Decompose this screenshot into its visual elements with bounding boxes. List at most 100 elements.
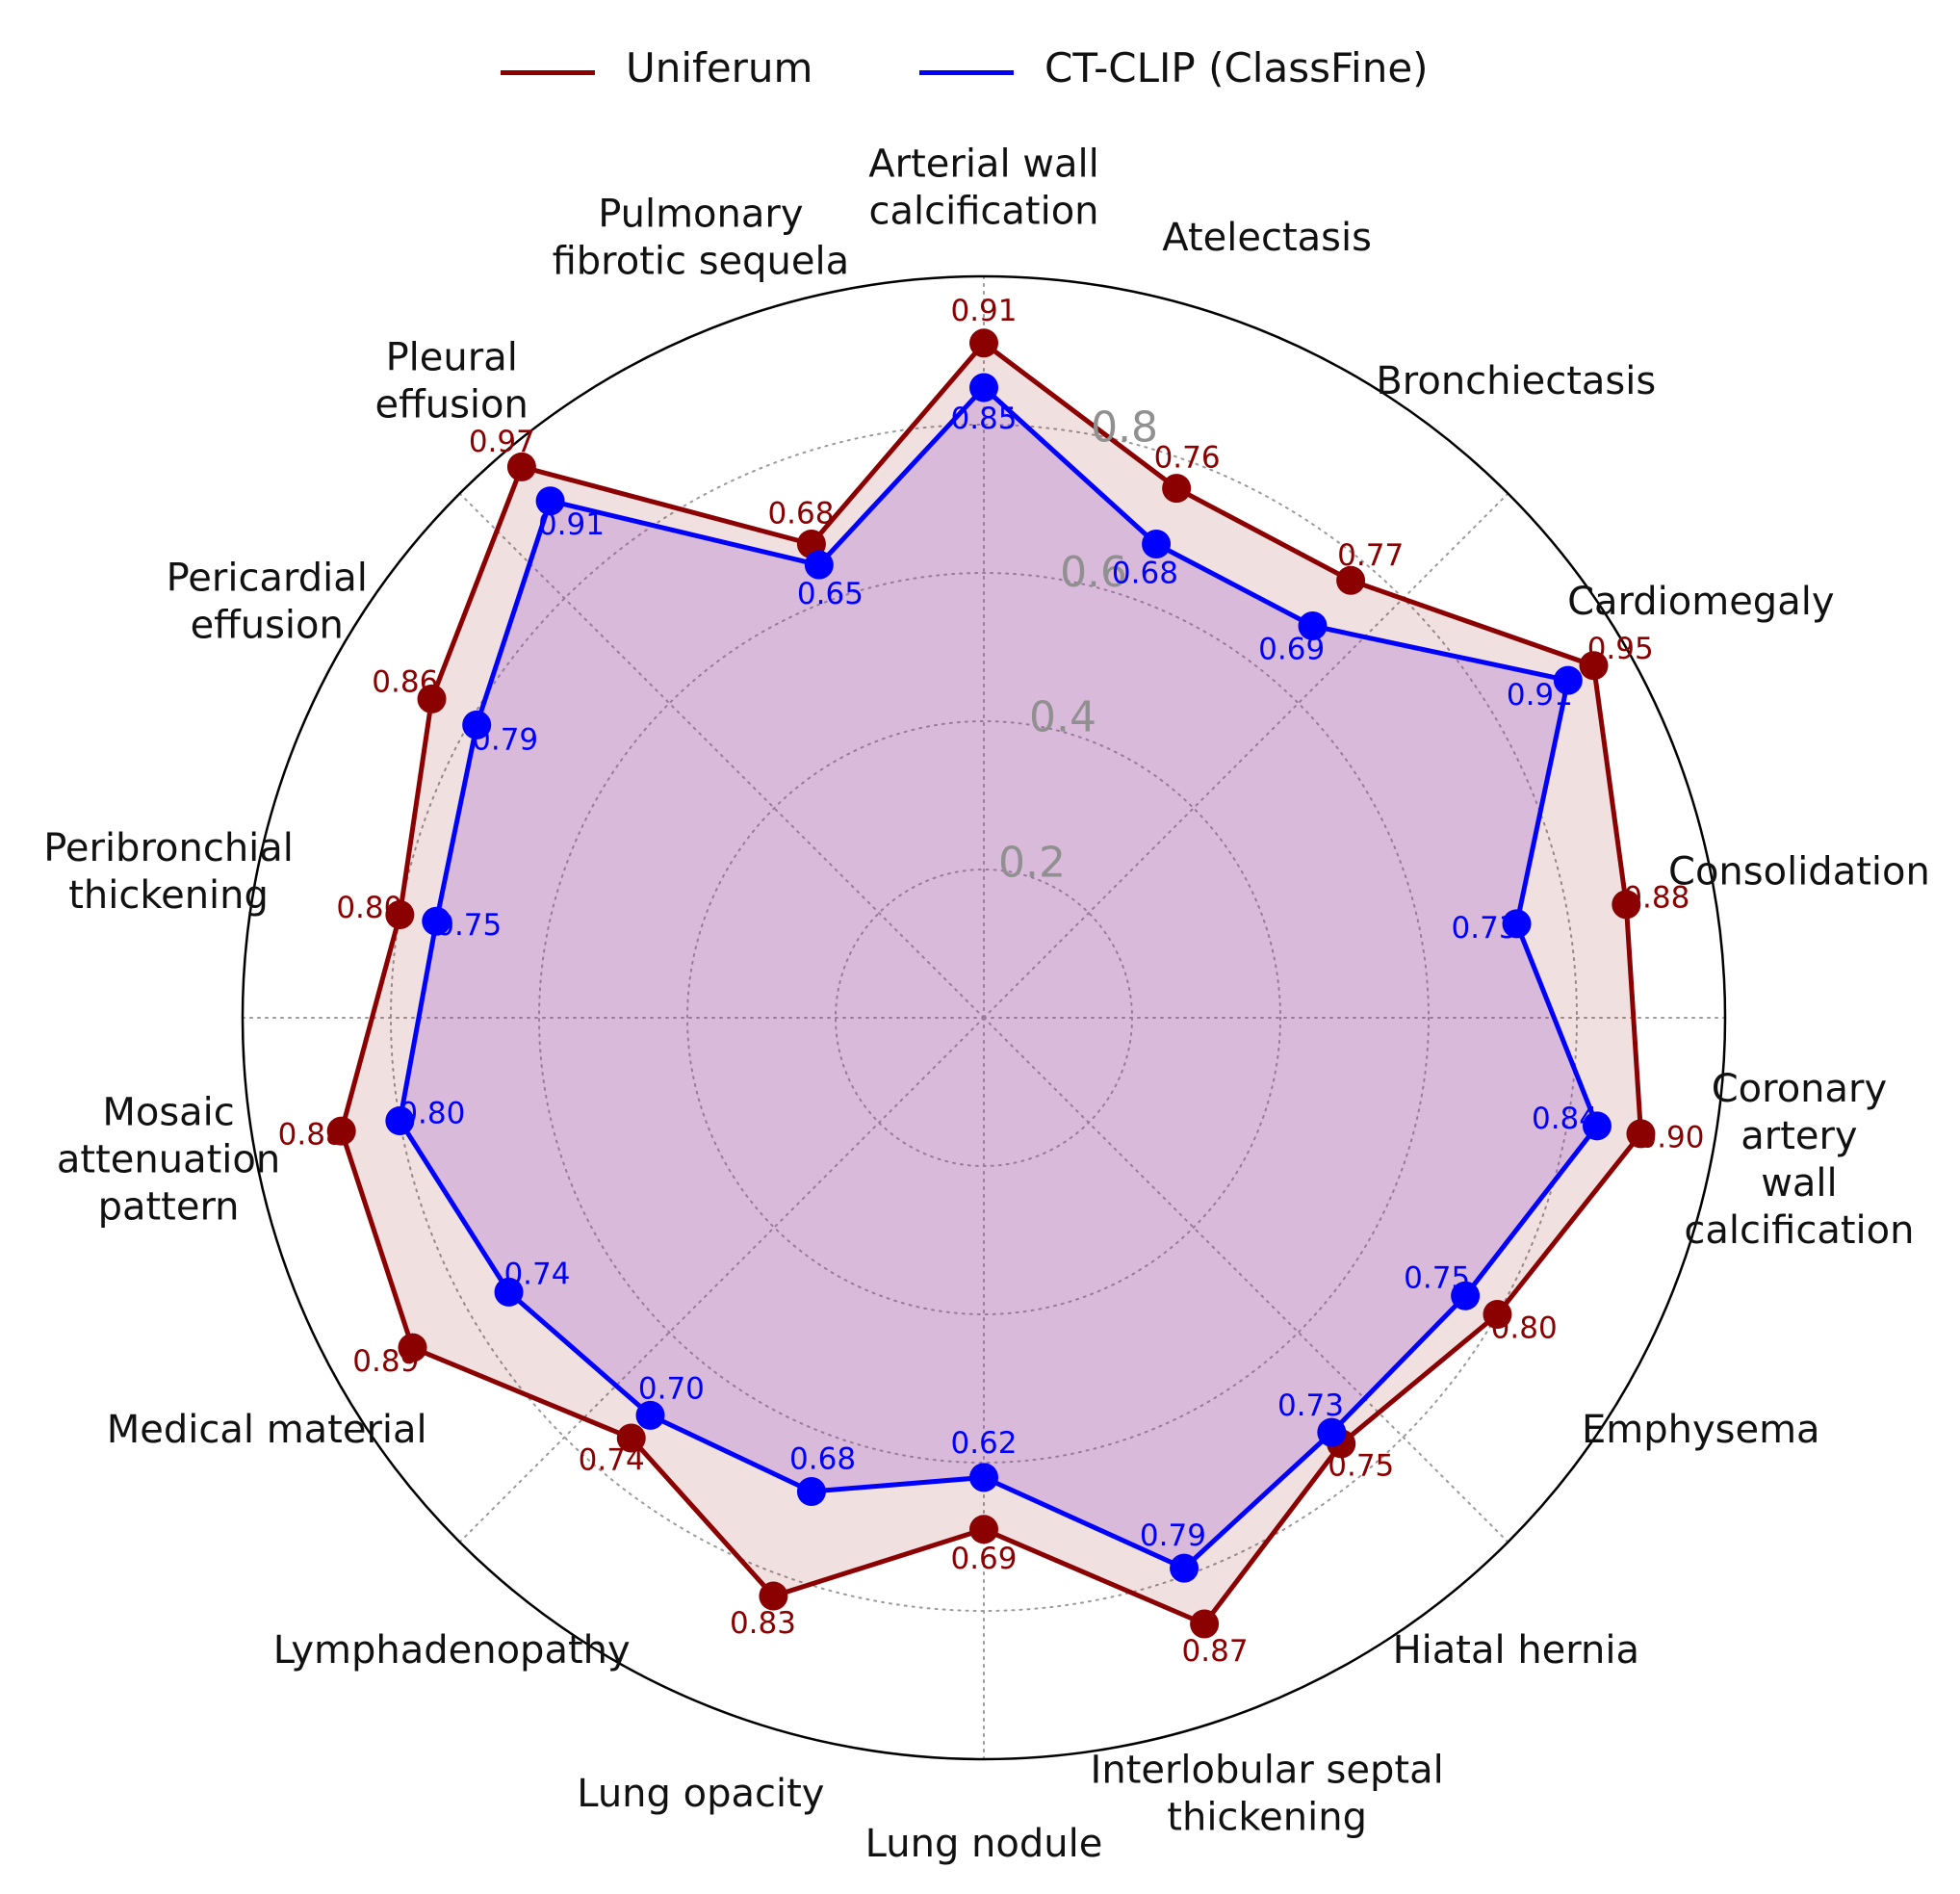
category-label: Arterial wall <box>868 143 1098 187</box>
radial-tick-label: 0.6 <box>1060 548 1127 597</box>
category-label: effusion <box>375 383 529 428</box>
data-point <box>1190 1609 1220 1639</box>
series-fill-0 <box>341 343 1641 1624</box>
category-label: attenuation <box>57 1137 280 1181</box>
data-label: 0.95 <box>1587 632 1654 666</box>
grid-spoke <box>983 492 1509 1019</box>
legend: Uniferum CT-CLIP (ClassFine) <box>0 39 1960 106</box>
data-point <box>635 1400 665 1430</box>
data-point <box>1579 651 1609 681</box>
category-label: Pulmonary <box>598 192 803 236</box>
category-label: Bronchiectasis <box>1376 359 1656 403</box>
data-label: 0.84 <box>1532 1102 1598 1136</box>
legend-label-ctclip: CT-CLIP (ClassFine) <box>1044 44 1429 91</box>
data-label: 0.85 <box>950 402 1017 436</box>
data-point <box>969 328 998 358</box>
category-label: calcification <box>868 190 1098 234</box>
category-label: thickening <box>1167 1796 1367 1840</box>
data-point <box>1582 1111 1612 1141</box>
data-label: 0.88 <box>1623 880 1689 915</box>
category-label: thickening <box>68 873 269 918</box>
data-point <box>759 1581 788 1611</box>
grid-ring <box>538 572 1430 1464</box>
data-label: 0.73 <box>1277 1388 1344 1423</box>
data-label: 0.86 <box>372 664 438 699</box>
category-label: calcification <box>1684 1208 1914 1253</box>
grid-ring <box>390 424 1578 1612</box>
data-label: 0.75 <box>435 908 502 943</box>
data-label: 0.75 <box>1328 1448 1394 1483</box>
category-label: Hiatal hernia <box>1393 1628 1639 1673</box>
category-label: Medical material <box>107 1408 427 1452</box>
category-label: Lymphadenopathy <box>273 1628 631 1673</box>
data-label: 0.62 <box>950 1426 1017 1461</box>
data-point <box>1451 1281 1481 1310</box>
data-label: 0.91 <box>1507 678 1573 713</box>
category-label: Pleural <box>386 336 518 380</box>
data-label: 0.76 <box>1154 441 1221 476</box>
data-point <box>422 906 451 936</box>
category-label: fibrotic sequela <box>553 239 850 283</box>
category-label: Atelectasis <box>1162 216 1372 260</box>
data-point <box>535 486 565 516</box>
data-point <box>1483 1300 1512 1329</box>
category-label: wall <box>1761 1161 1837 1206</box>
category-label: Emphysema <box>1582 1408 1820 1452</box>
data-label: 0.80 <box>399 1097 465 1131</box>
data-point <box>969 1463 998 1492</box>
category-label: pattern <box>98 1184 240 1229</box>
category-label: Peribronchial <box>43 826 294 870</box>
data-label: 0.74 <box>579 1443 645 1478</box>
data-point <box>326 1116 356 1146</box>
data-point <box>1612 890 1641 920</box>
category-label: Lung nodule <box>865 1822 1103 1866</box>
data-label: 0.68 <box>789 1442 856 1477</box>
data-label: 0.91 <box>538 507 605 542</box>
data-point <box>1553 665 1583 695</box>
data-point <box>398 1333 427 1362</box>
category-label: Consolidation <box>1668 850 1930 895</box>
legend-swatch-ctclip <box>919 70 1014 75</box>
data-point <box>1142 529 1172 558</box>
grid-spoke <box>458 1017 985 1544</box>
radial-tick-label: 0.4 <box>1029 693 1096 742</box>
data-point <box>1170 1553 1199 1583</box>
data-label: 0.80 <box>1491 1311 1558 1346</box>
data-point <box>969 1515 998 1544</box>
data-label: 0.73 <box>1452 911 1518 946</box>
data-point <box>462 710 492 739</box>
outer-circle <box>241 274 1727 1761</box>
data-point <box>1336 565 1366 595</box>
category-label: Lung opacity <box>577 1772 824 1816</box>
data-point <box>1162 474 1192 504</box>
grid-spoke <box>983 1017 1509 1544</box>
data-label: 0.75 <box>1404 1260 1470 1295</box>
data-label: 0.90 <box>1638 1120 1704 1155</box>
data-point <box>506 452 536 481</box>
data-label: 0.65 <box>797 577 864 611</box>
data-label: 0.83 <box>730 1606 796 1641</box>
data-label: 0.70 <box>638 1371 705 1406</box>
data-label: 0.97 <box>469 425 535 459</box>
data-point <box>1298 611 1328 641</box>
radial-tick-label: 0.8 <box>1091 402 1158 452</box>
data-point <box>969 373 998 402</box>
data-point <box>385 1105 415 1135</box>
data-label: 0.74 <box>503 1257 570 1291</box>
data-point <box>417 684 447 713</box>
data-point <box>804 550 834 580</box>
data-label: 0.87 <box>1182 1634 1249 1669</box>
category-label: effusion <box>191 604 344 648</box>
data-point <box>1502 909 1532 939</box>
data-point <box>796 1477 826 1507</box>
category-label: Pericardial <box>167 557 368 601</box>
data-point <box>616 1423 646 1453</box>
category-label: Cardiomegaly <box>1567 580 1834 624</box>
data-point <box>1317 1417 1347 1447</box>
legend-label-uniferum: Uniferum <box>626 44 813 91</box>
data-label: 0.68 <box>767 496 834 531</box>
grid-spoke <box>458 492 985 1019</box>
data-label: 0.79 <box>1140 1518 1206 1553</box>
data-label: 0.89 <box>352 1344 419 1379</box>
